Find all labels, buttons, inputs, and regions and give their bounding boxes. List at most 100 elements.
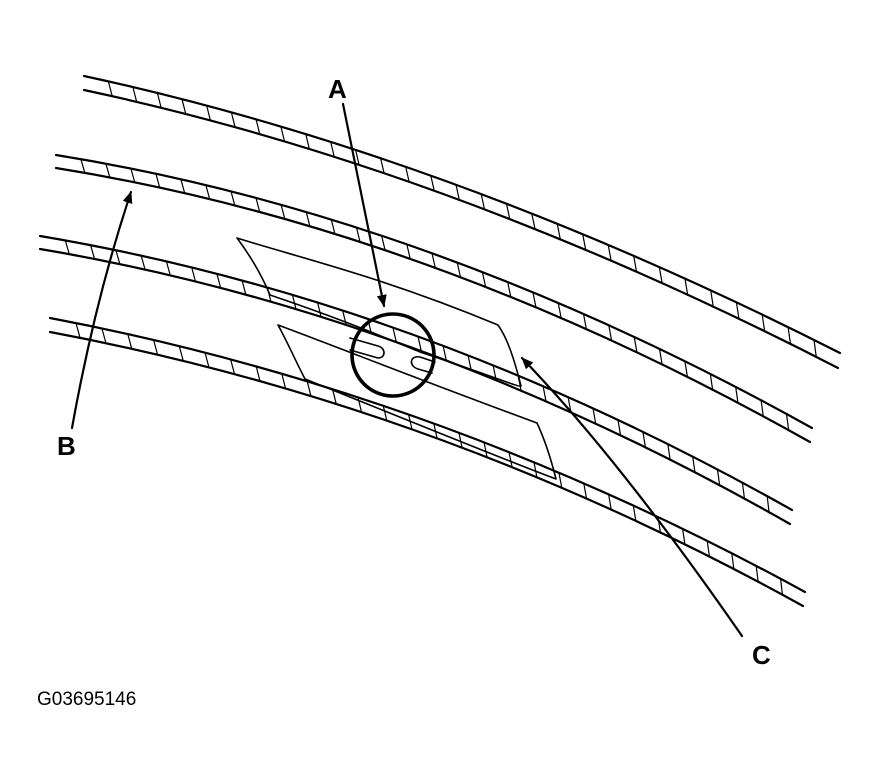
rail-hatch-tick — [405, 166, 410, 183]
rail-hatch-tick — [406, 244, 411, 260]
rail-hatch-tick — [127, 333, 133, 350]
rail-hatch-tick — [735, 386, 739, 404]
lower-clip-plate — [277, 324, 557, 480]
rail-hatch-tick — [107, 81, 113, 97]
rail-hatch-tick — [684, 278, 689, 296]
rail-hatch-tick — [255, 119, 261, 135]
rail-hatch-tick — [105, 163, 111, 178]
rail-hatch-tick — [75, 322, 81, 339]
rail-hatch-tick — [204, 352, 210, 369]
rail-hatch-tick — [306, 381, 312, 397]
rail-hatch-tick — [205, 184, 211, 200]
rail-hatch-tick — [80, 159, 86, 174]
rail-hatch-tick — [480, 193, 486, 211]
rail-hatch-tick — [481, 271, 487, 288]
leader-arrow-b — [70, 190, 133, 430]
rail-hatch-tick — [431, 253, 437, 269]
rail-hatch-tick — [531, 213, 536, 231]
rail-hatch-tick — [101, 328, 107, 344]
rail-hatch-tick — [658, 348, 663, 366]
rail-hatch-tick — [507, 281, 512, 299]
rail-hatch-tick — [533, 462, 538, 479]
rail-hatch-tick — [505, 203, 511, 221]
rails — [38, 74, 842, 608]
rail-hatch-tick — [355, 149, 360, 166]
rail-hatch-tick — [608, 325, 613, 342]
rail-hatch-tick — [132, 86, 138, 103]
rail-hatch-tick — [230, 359, 236, 375]
rail-hatch-tick — [115, 250, 121, 265]
rail-hatch-tick — [617, 419, 622, 437]
rail-second — [54, 153, 814, 444]
rail-hatch-tick — [633, 255, 638, 273]
rail-hatch-tick — [317, 302, 322, 318]
rail-hatch-tick — [280, 204, 286, 220]
rail-hatch-tick — [592, 408, 597, 425]
rail-hatch-tick — [430, 175, 435, 192]
rail-hatch-tick — [557, 302, 562, 320]
rail-top — [82, 74, 842, 370]
detail-circle — [350, 312, 436, 398]
rail-hatch-tick — [155, 173, 161, 189]
rail-hatch-tick — [741, 482, 746, 500]
rail-hatch-tick — [633, 336, 638, 354]
rail-hatch-tick — [392, 327, 398, 344]
rail-hatch-tick — [332, 389, 337, 405]
rail-hatch-tick — [542, 386, 547, 403]
rail-hatch-tick — [291, 294, 297, 310]
rail-hatch-tick — [710, 290, 714, 308]
rail-hatch-tick — [760, 400, 764, 418]
rail-hatch-tick — [755, 565, 759, 583]
rail-hatch-tick — [780, 578, 784, 596]
rail-hatch-tick — [408, 414, 413, 431]
rail-hatch-tick — [90, 245, 96, 260]
rail-hatch-tick — [558, 472, 563, 489]
rail-hatch-tick — [583, 483, 588, 500]
rail-hatch-tick — [241, 280, 247, 296]
rail-hatch-tick — [330, 141, 335, 158]
leader-arrow-c — [520, 356, 744, 638]
rail-hatch-tick — [342, 310, 347, 326]
rail-hatch-tick — [658, 266, 663, 285]
rail-hatch-tick — [692, 456, 696, 474]
rail-hatch-tick — [130, 168, 136, 183]
rail-hatch-tick — [382, 405, 388, 422]
rail-hatch-tick — [632, 505, 637, 522]
rail-hatch-tick — [153, 339, 159, 356]
rail-hatch-tick — [556, 223, 562, 241]
rail-hatch-tick — [140, 255, 146, 271]
rail-hatch-tick — [64, 240, 70, 255]
figure-code: G03695146 — [37, 689, 136, 710]
rail-hatch-tick — [731, 553, 735, 571]
slot-right — [410, 356, 436, 374]
rail-hatch-tick — [380, 158, 385, 175]
rail-hatch-tick — [667, 444, 671, 461]
rail-hatch-tick — [417, 336, 423, 353]
rail-hatch-tick — [442, 345, 448, 362]
rail-hatch-tick — [582, 313, 588, 331]
leader-arrow-a — [341, 102, 387, 308]
rail-hatch-tick — [456, 262, 462, 279]
rail-hatch-tick — [735, 302, 740, 320]
rail-hatch-tick — [206, 105, 212, 122]
rail-hatch-tick — [458, 432, 463, 449]
rail-hatch-tick — [281, 373, 287, 390]
rail-hatch-tick — [483, 442, 488, 459]
rail-hatch-tick — [216, 273, 222, 289]
rail-hatch-tick — [455, 184, 461, 201]
rail-hatch-tick — [608, 494, 612, 511]
callout-label-a: A — [328, 74, 347, 104]
rail-hatch-tick — [684, 361, 689, 379]
rail-hatch-tick — [508, 452, 513, 469]
rail-hatch-tick — [607, 244, 612, 262]
rail-hatch-tick — [381, 235, 386, 252]
rail-hatch-tick — [180, 179, 186, 194]
rail-hatch-tick — [785, 413, 790, 432]
rail-hatch-tick — [330, 219, 336, 235]
rail-hatch-tick — [305, 133, 311, 150]
rail-hatch-tick — [761, 314, 766, 333]
rail-hatch-tick — [255, 366, 261, 382]
rail-hatch-tick — [191, 267, 197, 283]
rail-third — [38, 234, 794, 526]
